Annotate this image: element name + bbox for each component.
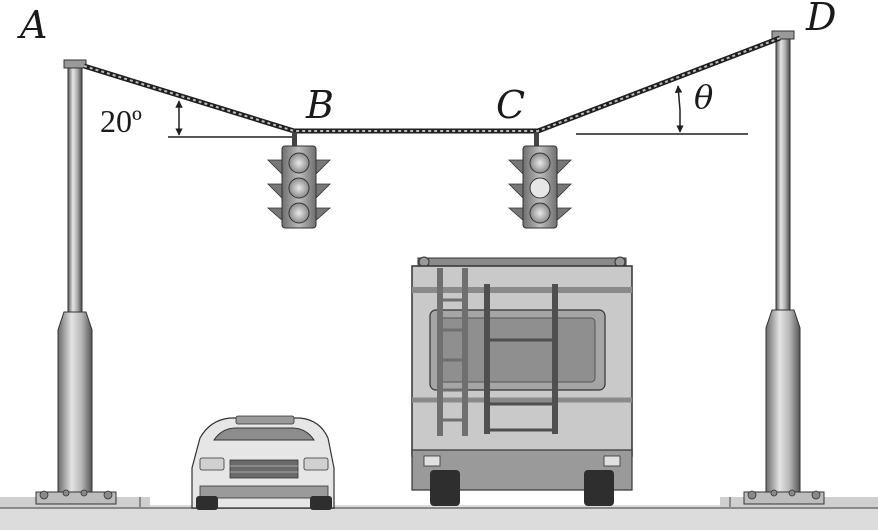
pole-right [743, 30, 825, 505]
point-label-c: C [496, 83, 525, 127]
pole-left [35, 59, 117, 505]
point-label-b: B [305, 83, 334, 127]
truck [411, 256, 633, 506]
angle-reference-left [168, 100, 296, 138]
police-car [191, 415, 335, 510]
angle-label-left: 20º [100, 103, 142, 139]
point-label-d: D [805, 0, 836, 39]
angle-reference-right [576, 85, 748, 135]
angle-label-theta: θ [694, 78, 713, 116]
point-label-a: A [17, 3, 47, 47]
traffic-signal-c [507, 132, 573, 229]
traffic-signal-b [266, 132, 332, 229]
cable [83, 35, 781, 134]
